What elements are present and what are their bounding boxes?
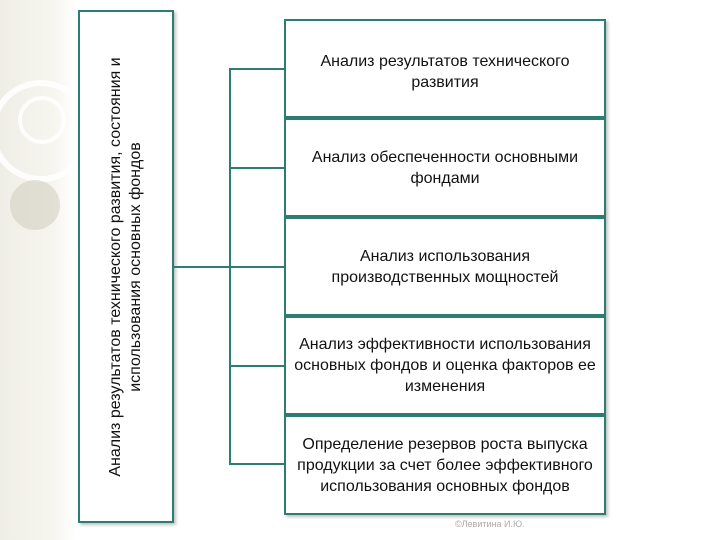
connector-main bbox=[174, 266, 230, 268]
connector-branch-4 bbox=[229, 365, 284, 367]
analysis-item-technical-development: Анализ результатов технического развития bbox=[284, 19, 606, 118]
decorative-dot bbox=[10, 180, 60, 230]
item-label: Определение резервов роста выпуска проду… bbox=[297, 435, 593, 495]
connector-branch-5 bbox=[229, 463, 284, 465]
item-label: Анализ обеспеченности основными фондами bbox=[311, 148, 579, 187]
item-label: Анализ результатов технического развития bbox=[320, 53, 570, 91]
analysis-item-production-capacity: Анализ использования производственных мо… bbox=[284, 217, 606, 316]
analysis-item-fixed-assets-provision: Анализ обеспеченности основными фондами bbox=[284, 118, 606, 217]
analysis-item-production-reserves: Определение резервов роста выпуска проду… bbox=[284, 415, 606, 515]
decorative-ring bbox=[18, 96, 66, 144]
decorative-side-strip bbox=[0, 0, 92, 540]
diagram-title: Анализ результатов технического развития… bbox=[107, 56, 144, 477]
title-box: Анализ результатов технического развития… bbox=[78, 10, 174, 523]
item-label: Анализ использования производственных мо… bbox=[331, 247, 559, 286]
item-label: Анализ эффективности использования основ… bbox=[294, 336, 596, 395]
connector-branch-1 bbox=[229, 68, 284, 70]
connector-branch-3 bbox=[229, 266, 284, 268]
connector-branch-2 bbox=[229, 167, 284, 169]
analysis-item-efficiency: Анализ эффективности использования основ… bbox=[284, 316, 606, 415]
copyright-footer: ©Левитина И.Ю. bbox=[455, 519, 525, 529]
